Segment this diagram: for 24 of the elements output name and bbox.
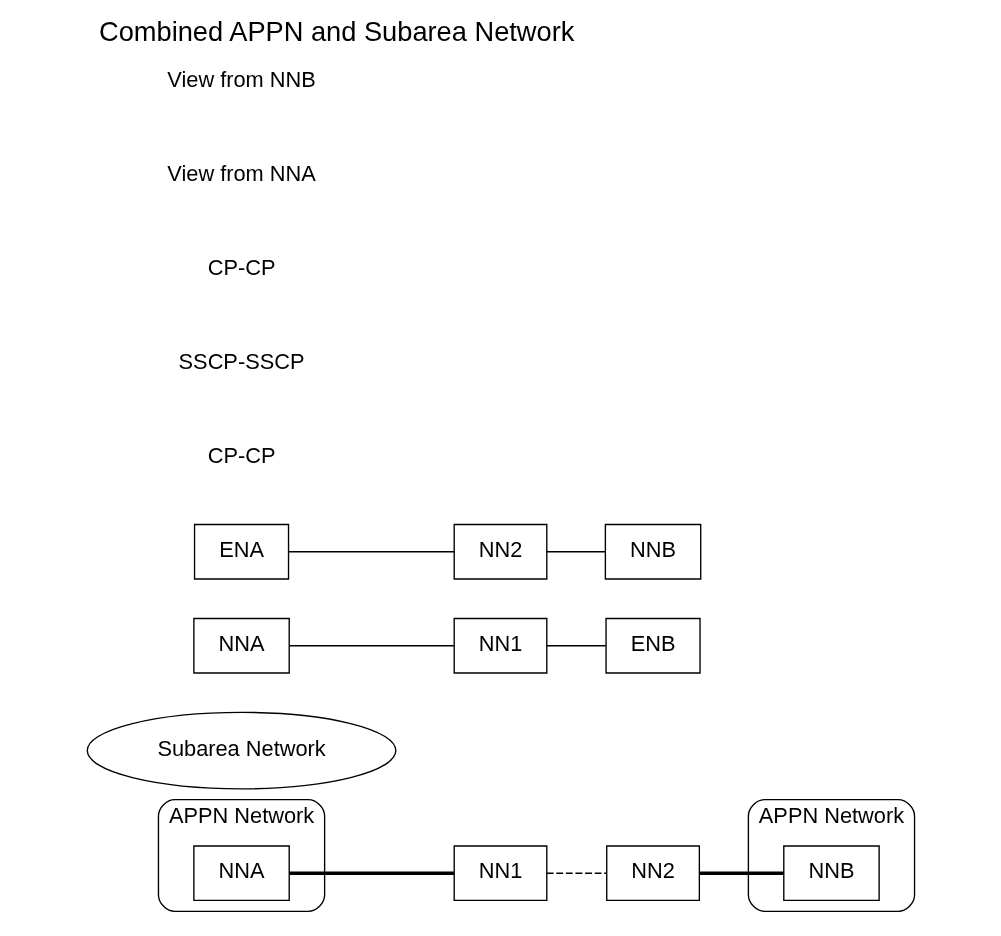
node-box: ENB bbox=[604, 617, 701, 674]
label: CP-CP bbox=[207, 442, 275, 468]
node-box: NNA bbox=[192, 617, 290, 674]
node-box: NN2 bbox=[605, 845, 700, 902]
node-box: NNA bbox=[192, 845, 290, 902]
node-box: NN1 bbox=[453, 845, 547, 902]
node-box: NN2 bbox=[453, 523, 547, 580]
node-box: NN1 bbox=[453, 617, 547, 674]
connector bbox=[288, 871, 454, 875]
connector bbox=[545, 551, 606, 553]
diagram-title: Combined APPN and Subarea Network bbox=[98, 16, 574, 48]
connector bbox=[287, 551, 455, 553]
node-box: NNB bbox=[604, 523, 701, 580]
label: View from NNB bbox=[166, 67, 316, 93]
node-ellipse: Subarea Network bbox=[86, 711, 396, 790]
label: View from NNA bbox=[166, 161, 316, 187]
connector bbox=[699, 871, 784, 875]
connector bbox=[545, 645, 606, 647]
connector bbox=[288, 645, 455, 647]
connector bbox=[545, 872, 607, 874]
node-box: ENA bbox=[193, 523, 289, 580]
label: SSCP-SSCP bbox=[178, 348, 304, 374]
node-box: NNB bbox=[782, 845, 880, 902]
label: CP-CP bbox=[207, 255, 275, 280]
